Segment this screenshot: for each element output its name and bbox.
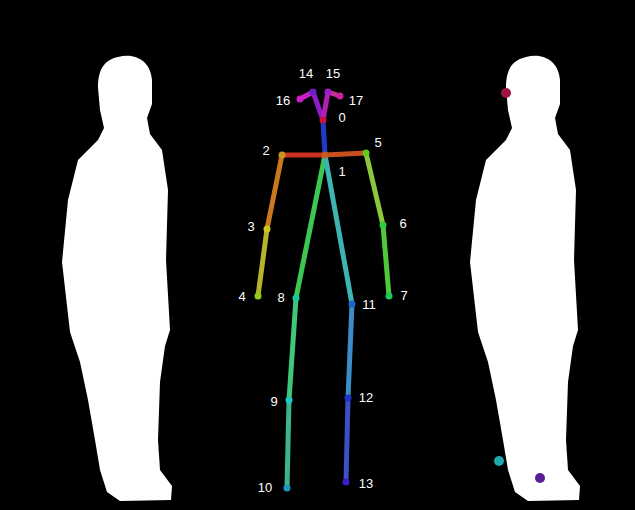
joint-dot xyxy=(320,117,327,124)
keypoint-number: 17 xyxy=(348,94,364,108)
keypoint-number: 10 xyxy=(257,481,273,495)
joint-dot xyxy=(284,485,291,492)
limb xyxy=(267,155,282,229)
foot-keypoint-dot xyxy=(494,456,504,466)
keypoint-number: 14 xyxy=(298,67,314,81)
joint-dot xyxy=(310,89,317,96)
joint-dot xyxy=(322,152,329,159)
keypoint-number: 6 xyxy=(398,217,407,231)
limb xyxy=(296,155,325,298)
keypoint-number: 9 xyxy=(269,395,278,409)
keypoint-number: 5 xyxy=(373,136,382,150)
joint-dot xyxy=(264,226,271,233)
keypoint-number: 8 xyxy=(276,291,285,305)
keypoint-number: 11 xyxy=(361,298,377,312)
joint-dot xyxy=(255,293,262,300)
limb xyxy=(325,153,366,155)
joint-dot xyxy=(297,96,304,103)
limb xyxy=(289,298,296,400)
joint-dot xyxy=(337,93,344,100)
joint-dot xyxy=(343,479,350,486)
left-silhouette xyxy=(62,56,172,501)
limb xyxy=(348,304,352,398)
keypoint-number: 12 xyxy=(358,391,374,405)
joint-dot xyxy=(286,397,293,404)
keypoint-number: 16 xyxy=(275,94,291,108)
skeleton-limbs xyxy=(258,92,389,488)
joint-dot xyxy=(345,395,352,402)
foot-keypoint-dot xyxy=(535,473,545,483)
joint-dot xyxy=(363,150,370,157)
joint-dot xyxy=(349,301,356,308)
limb xyxy=(366,153,383,225)
keypoint-number: 15 xyxy=(325,67,341,81)
keypoint-number: 0 xyxy=(337,111,346,125)
joint-dot xyxy=(279,152,286,159)
limb xyxy=(323,120,325,155)
keypoint-number: 13 xyxy=(358,477,374,491)
keypoint-number: 3 xyxy=(246,220,255,234)
limb xyxy=(282,153,325,158)
limb xyxy=(258,229,267,296)
keypoint-number: 2 xyxy=(261,144,270,158)
joint-dot xyxy=(380,222,387,229)
limb xyxy=(325,155,352,304)
limb xyxy=(287,400,289,488)
head-keypoint-dot xyxy=(501,88,511,98)
skeleton-joints xyxy=(255,89,393,492)
limb xyxy=(383,225,389,296)
limb xyxy=(323,92,328,120)
joint-dot xyxy=(386,293,393,300)
joint-dot xyxy=(325,89,332,96)
limb xyxy=(346,398,348,482)
keypoint-number: 1 xyxy=(337,165,346,179)
joint-dot xyxy=(293,295,300,302)
keypoint-number: 7 xyxy=(399,289,408,303)
right-silhouette xyxy=(470,56,580,501)
keypoint-number: 4 xyxy=(237,290,246,304)
